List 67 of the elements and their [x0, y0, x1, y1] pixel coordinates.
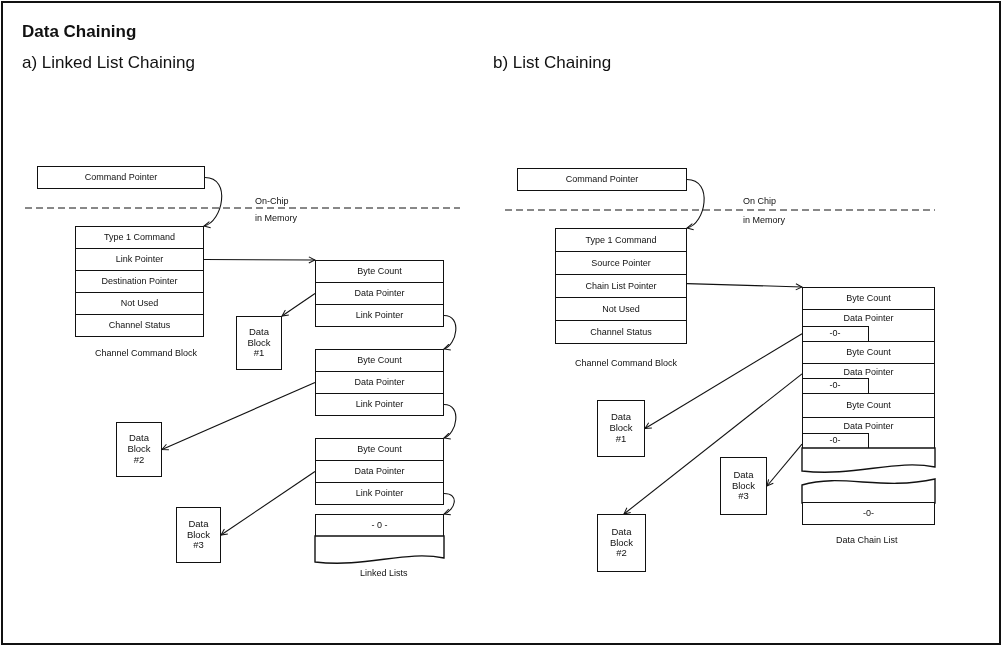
panel-heading: b) List Chaining [493, 53, 612, 73]
memory-word: Byte Count [315, 438, 444, 461]
pointer-arrow [220, 470, 316, 536]
memory-word [802, 363, 935, 394]
pointer-arrow [443, 314, 457, 350]
memory-word: Not Used [75, 292, 204, 315]
zero-entry: -0- [801, 377, 869, 394]
cell-label: Data Pointer [843, 421, 894, 432]
torn-list-end [802, 477, 935, 503]
data-block: Data Block #3 [176, 507, 221, 563]
caption: Data Chain List [836, 535, 898, 545]
memory-word: Not Used [555, 297, 687, 321]
memory-word: Link Pointer [315, 304, 444, 327]
data-block: Data Block #1 [597, 400, 645, 457]
memory-word: Link Pointer [315, 482, 444, 505]
region-label: On Chip [743, 196, 777, 206]
pointer-arrow [686, 178, 705, 230]
memory-word: Destination Pointer [75, 270, 204, 293]
memory-word: Command Pointer [37, 166, 205, 189]
pointer-arrow [443, 492, 455, 515]
torn-list-end [802, 448, 935, 475]
pointer-arrow [281, 292, 316, 317]
memory-word: Data Pointer [315, 460, 444, 483]
pointer-arrow [644, 333, 803, 430]
memory-word: -0- [802, 502, 935, 525]
memory-word: Type 1 Command [75, 226, 204, 249]
caption: Channel Command Block [575, 358, 678, 368]
memory-word: Data Pointer [315, 282, 444, 305]
pointer-arrow [203, 176, 223, 228]
cell-label: Data Pointer [843, 313, 894, 324]
memory-word: Link Pointer [75, 248, 204, 271]
torn-list-end [315, 536, 444, 566]
pointer-arrow [686, 283, 803, 291]
diagram-title: Data Chaining [22, 22, 137, 42]
pointer-arrow [766, 443, 803, 487]
memory-word: Byte Count [315, 260, 444, 283]
region-label: in Memory [743, 215, 785, 225]
memory-word: Type 1 Command [555, 228, 687, 252]
cell-label: Data Pointer [843, 367, 894, 378]
memory-word: Source Pointer [555, 251, 687, 275]
memory-word: Byte Count [802, 287, 935, 310]
pointer-arrow [161, 381, 316, 451]
pointer-arrow [443, 403, 457, 439]
zero-entry: -0- [801, 325, 869, 342]
data-block: Data Block #1 [236, 316, 282, 370]
pointer-arrow [623, 373, 803, 515]
memory-word [802, 417, 935, 449]
memory-word: Channel Status [555, 320, 687, 344]
region-label: On-Chip [255, 196, 289, 206]
caption: Channel Command Block [95, 348, 198, 358]
data-block: Data Block #2 [116, 422, 162, 477]
memory-word [802, 309, 935, 342]
memory-word: Channel Status [75, 314, 204, 337]
region-label: in Memory [255, 213, 297, 223]
memory-word: Link Pointer [315, 393, 444, 416]
zero-entry: -0- [801, 432, 869, 449]
memory-word: Byte Count [802, 341, 935, 364]
memory-word: Byte Count [315, 349, 444, 372]
pointer-arrow [203, 256, 316, 264]
data-block: Data Block #2 [597, 514, 646, 572]
panel-heading: a) Linked List Chaining [22, 53, 195, 73]
memory-word: Command Pointer [517, 168, 687, 191]
memory-word: Data Pointer [315, 371, 444, 394]
memory-word: Byte Count [802, 393, 935, 418]
data-block: Data Block #3 [720, 457, 767, 515]
memory-word: Chain List Pointer [555, 274, 687, 298]
memory-word: - 0 - [315, 514, 444, 537]
